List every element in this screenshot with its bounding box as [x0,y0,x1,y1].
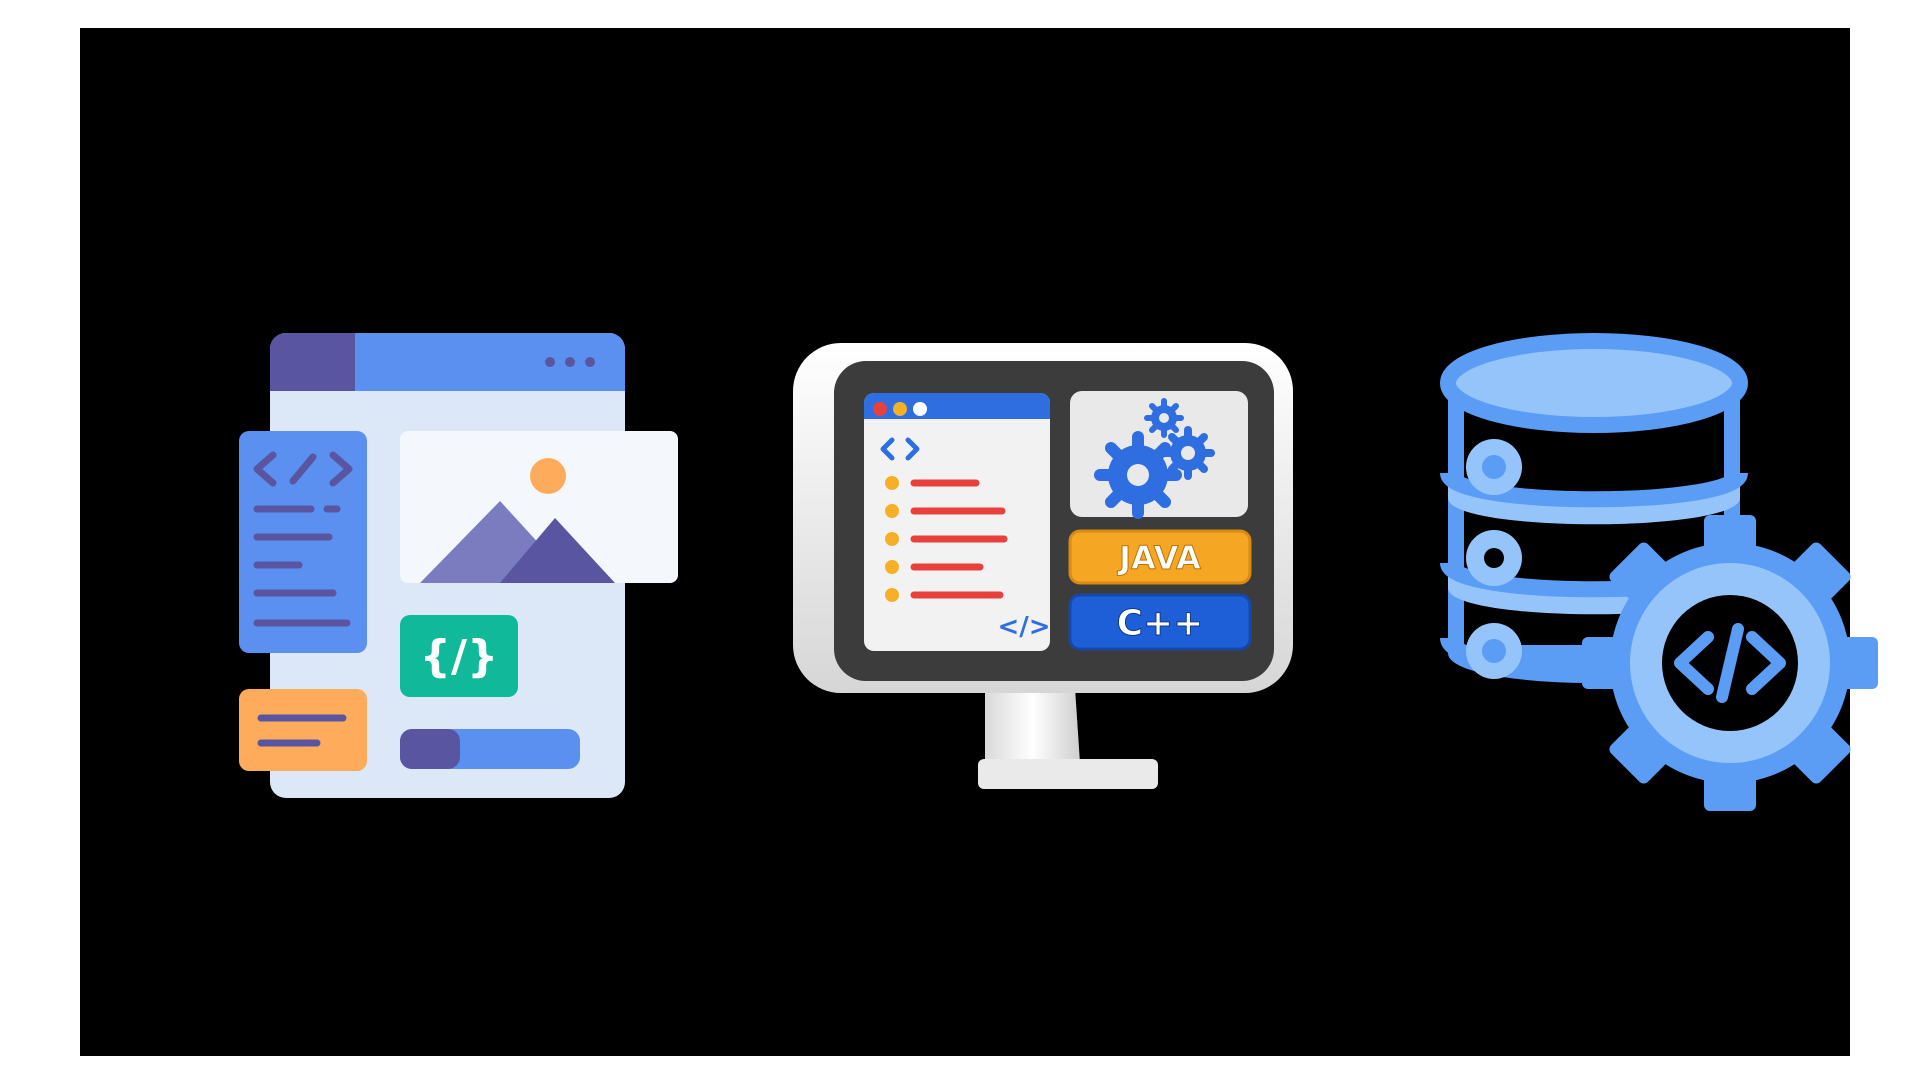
database-gear-icon [1440,333,1878,811]
cpp-tag-label: C++ [1117,603,1204,644]
svg-text:{/}: {/} [420,631,499,682]
coding-monitor-icon: </> [793,343,1293,789]
java-tag-label: JAVA [1117,539,1201,577]
slide-canvas: {/} [80,28,1878,1056]
web-development-icon: {/} [239,333,678,798]
svg-text:</>: </> [997,612,1050,642]
